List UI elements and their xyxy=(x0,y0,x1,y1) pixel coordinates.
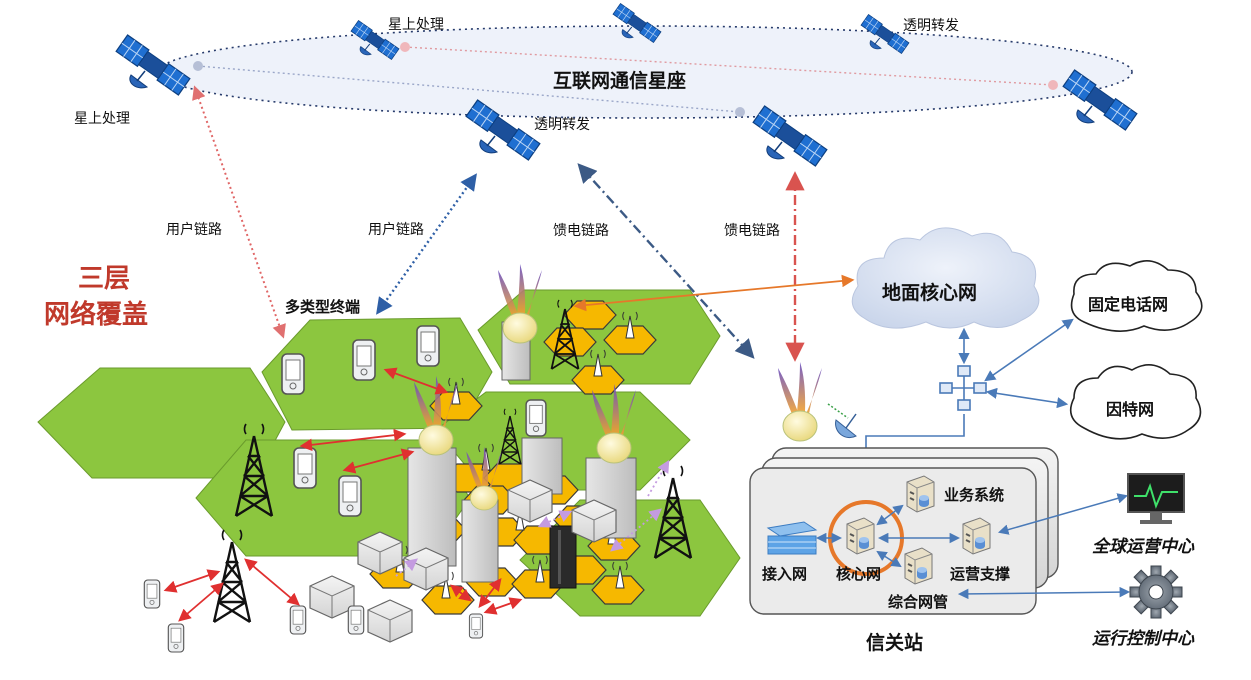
gateway-internal-links xyxy=(815,493,1131,600)
gear-icon xyxy=(1129,565,1183,619)
internet-label: 因特网 xyxy=(1106,400,1155,419)
business-system-label: 业务系统 xyxy=(944,486,1005,504)
monitor-icon xyxy=(1127,473,1185,524)
fixed-phone-label: 固定电话网 xyxy=(1088,295,1169,314)
ground-core-cloud xyxy=(851,227,1040,329)
city-buildings xyxy=(309,321,637,643)
coverage-title-line2: 网络覆盖 xyxy=(44,300,149,330)
access-network-label: 接入网 xyxy=(762,565,808,583)
constellation-title: 互联网通信星座 xyxy=(553,70,687,92)
operation-control-center-label: 运行控制中心 xyxy=(1092,629,1194,649)
feeder-link-label: 馈电链路 xyxy=(724,223,780,239)
router-switch-icon xyxy=(939,365,987,411)
internet-cloud xyxy=(1069,364,1202,440)
gateway-label: 信关站 xyxy=(866,632,924,654)
violet-links xyxy=(395,459,670,577)
fixed-phone-cloud xyxy=(1070,260,1203,332)
user-link-label: 用户链路 xyxy=(166,222,222,238)
global-operation-center-label: 全球运营中心 xyxy=(1092,537,1194,557)
onboard-processing-label: 星上处理 xyxy=(388,17,444,33)
gateway-dome xyxy=(777,361,823,442)
ground-core-label: 地面核心网 xyxy=(882,282,978,304)
management-server-icon xyxy=(904,547,933,585)
terminals-label: 多类型终端 xyxy=(285,298,361,316)
user-link-blue xyxy=(376,173,477,315)
operation-server-icon xyxy=(962,517,991,555)
transparent-forwarding-label: 透明转发 xyxy=(534,117,590,133)
operation-support-label: 运营支撑 xyxy=(950,565,1011,583)
orange-link xyxy=(573,274,855,312)
business-server-icon xyxy=(906,475,935,513)
access-network-icon xyxy=(766,521,818,555)
core-server-icon xyxy=(846,517,875,555)
dish-antenna-icon xyxy=(827,403,857,439)
feeder-link-blue xyxy=(577,163,755,359)
user-link-label: 用户链路 xyxy=(368,222,424,238)
user-link-red xyxy=(192,85,286,339)
core-network-label: 核心网 xyxy=(836,565,882,583)
transparent-forwarding-label: 透明转发 xyxy=(903,18,959,34)
onboard-processing-label: 星上处理 xyxy=(74,111,130,127)
feeder-link-label: 馈电链路 xyxy=(553,223,609,239)
terminal-links xyxy=(163,367,523,622)
coverage-title-line1: 三层 xyxy=(78,264,131,294)
integrated-management-label: 综合网管 xyxy=(888,593,949,611)
